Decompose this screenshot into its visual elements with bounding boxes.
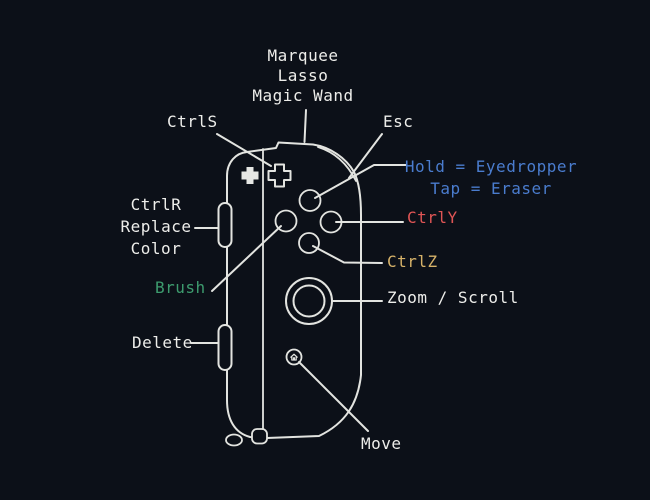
move-line [298, 361, 369, 432]
plus-icon [241, 167, 259, 184]
tool-select-line [303, 109, 307, 143]
shoulder-button-line [317, 146, 357, 182]
redo-label: CtrlY [407, 208, 458, 227]
release-latch [251, 428, 268, 445]
brush-line [211, 225, 282, 292]
a-button [319, 210, 343, 234]
esc-line [348, 133, 383, 179]
undo-line [312, 245, 383, 264]
home-button [285, 348, 303, 366]
save-label: CtrlS [167, 112, 218, 131]
joycon-outline [226, 141, 362, 439]
undo-label: CtrlZ [387, 252, 438, 271]
move-label: Move [361, 434, 402, 453]
b-button [298, 232, 320, 254]
x-button [298, 189, 322, 212]
zoom-scroll-label: Zoom / Scroll [387, 288, 519, 307]
brush-label: Brush [155, 278, 206, 297]
eyedropper-label: Hold = Eyedropper Tap = Eraser [404, 157, 578, 198]
save-line [216, 133, 272, 167]
stick-cap [292, 284, 326, 318]
eyedropper-line [314, 164, 407, 199]
outlined-plus-icon [267, 163, 292, 188]
tool-select-label: Marquee Lasso Magic Wand [252, 46, 354, 105]
stick-ring-icon [285, 277, 333, 325]
replace-color-label: CtrlR Replace Color [120, 195, 192, 258]
y-button [274, 209, 298, 233]
strap-foot [225, 433, 243, 447]
sr-button [217, 324, 233, 371]
delete-label: Delete [132, 333, 193, 352]
sl-button [217, 202, 233, 248]
esc-label: Esc [383, 112, 414, 131]
home-icon [290, 353, 298, 361]
